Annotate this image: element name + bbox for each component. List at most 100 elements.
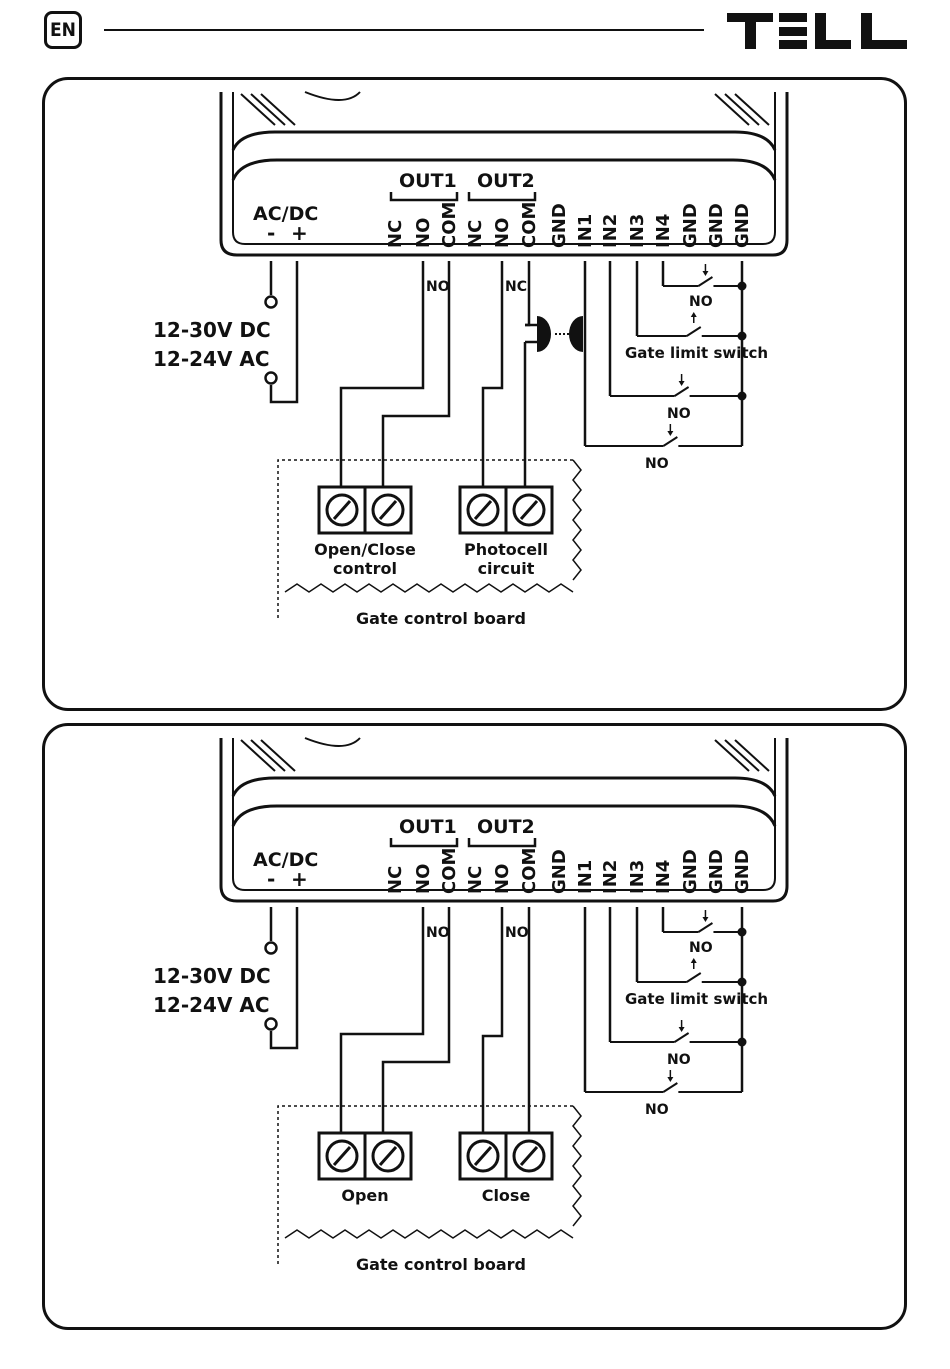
in2-switch [610, 1020, 742, 1043]
out2-no-wire [481, 907, 504, 1133]
photocell-emitter-icon [537, 316, 551, 352]
gate-board-outline [277, 1105, 575, 1264]
out2-bracket [467, 192, 537, 202]
out1-terminal-label: NC [385, 866, 406, 894]
wire-label-bg [426, 922, 446, 940]
out2-terminal-label: NC [465, 866, 486, 894]
out2-terminal-label: NC [465, 220, 486, 248]
in3-limit-switch [637, 958, 742, 983]
terminal-block-1 [317, 485, 413, 535]
block-2-label: Close [482, 1186, 531, 1205]
input-terminal-label: IN4 [653, 860, 674, 894]
input-terminal-label: IN1 [575, 214, 596, 248]
wire-label-bg [505, 922, 525, 940]
language-badge: EN [44, 11, 82, 49]
in2-switch-label: NO [667, 406, 691, 422]
power-title: AC/DC [253, 203, 318, 225]
out1-wire-label: NO [426, 279, 450, 295]
block-1-sublabel: control [333, 559, 397, 578]
input-terminal-label: GND [706, 849, 727, 894]
power-terminal-plus [264, 371, 278, 385]
in3-switch-label: Gate limit switch [625, 344, 768, 362]
input-terminal-label: GND [549, 203, 570, 248]
wire-label-bg [426, 276, 446, 294]
out1-com-wire [381, 261, 451, 487]
power-title: AC/DC [253, 849, 318, 871]
out1-bracket [389, 192, 459, 202]
terminal-block-2 [458, 1131, 554, 1181]
input-terminal-label: GND [680, 203, 701, 248]
ac-voltage-label: 12-24V AC [153, 347, 270, 371]
out1-terminal-label: NC [385, 220, 406, 248]
in4-switch-label: NO [689, 940, 713, 956]
block-2-sublabel: circuit [478, 559, 535, 578]
dc-voltage-label: 12-30V DC [153, 318, 271, 342]
power-minus-label: - [267, 221, 275, 245]
junction-dot [737, 391, 747, 401]
out2-terminal-label: NO [492, 864, 513, 894]
power-plus-label: + [291, 867, 308, 891]
header-rule [104, 29, 704, 31]
in1-switch-label: NO [645, 1102, 669, 1118]
in2-switch [610, 374, 742, 397]
power-terminal-minus [264, 295, 278, 309]
in3-switch-label: Gate limit switch [625, 990, 768, 1008]
power-terminal-minus [264, 941, 278, 955]
device-housing [219, 91, 789, 257]
junction-dot [737, 281, 747, 291]
in1-switch [585, 424, 742, 447]
out1-title: OUT1 [399, 170, 457, 192]
out1-title: OUT1 [399, 816, 457, 838]
in1-switch-label: NO [645, 456, 669, 472]
out2-title: OUT2 [477, 816, 535, 838]
block-1-label: Open [341, 1186, 388, 1205]
in3-limit-switch [637, 312, 742, 337]
out2-terminal-label: NO [492, 218, 513, 248]
out1-no-wire [339, 907, 425, 1133]
out1-terminal-label: NO [413, 864, 434, 894]
input-terminal-label: IN3 [627, 214, 648, 248]
gate-board-cut-edge [284, 1229, 574, 1239]
input-terminal-label: GND [680, 849, 701, 894]
in1-switch [585, 1070, 742, 1093]
photocell-receiver-icon [569, 316, 583, 352]
block-2-label: Photocell [464, 540, 548, 559]
out1-no-wire [339, 261, 425, 487]
power-plus-label: + [291, 221, 308, 245]
language-code: EN [50, 19, 76, 41]
out2-wire-label: NC [505, 279, 527, 295]
in4-switch-label: NO [689, 294, 713, 310]
in2-switch-label: NO [667, 1052, 691, 1068]
gate-board-cut-edge [572, 1105, 582, 1227]
power-plus-wire [269, 907, 299, 1050]
input-terminal-label: GND [706, 203, 727, 248]
out2-title: OUT2 [477, 170, 535, 192]
gate-board-cut-edge [284, 583, 574, 593]
device-housing [219, 737, 789, 903]
input-terminal-label: IN3 [627, 860, 648, 894]
power-plus-wire [269, 261, 299, 404]
input-terminal-label: IN1 [575, 860, 596, 894]
junction-dot [737, 331, 747, 341]
out2-terminal-label: COM [519, 848, 540, 894]
out1-terminal-label: COM [439, 848, 460, 894]
out1-wire-label: NO [426, 925, 450, 941]
input-terminal-label: GND [732, 203, 753, 248]
out1-com-wire [381, 907, 451, 1133]
out1-bracket [389, 838, 459, 848]
gate-board-cut-edge [572, 459, 582, 581]
block-1-label: Open/Close [314, 540, 416, 559]
input-terminal-label: IN4 [653, 214, 674, 248]
tell-logo [727, 13, 907, 49]
input-terminal-label: GND [549, 849, 570, 894]
out1-terminal-label: NO [413, 218, 434, 248]
in4-switch [663, 264, 742, 287]
out1-terminal-label: COM [439, 202, 460, 248]
junction-dot [737, 977, 747, 987]
power-terminal-plus [264, 1017, 278, 1031]
power-minus-label: - [267, 867, 275, 891]
